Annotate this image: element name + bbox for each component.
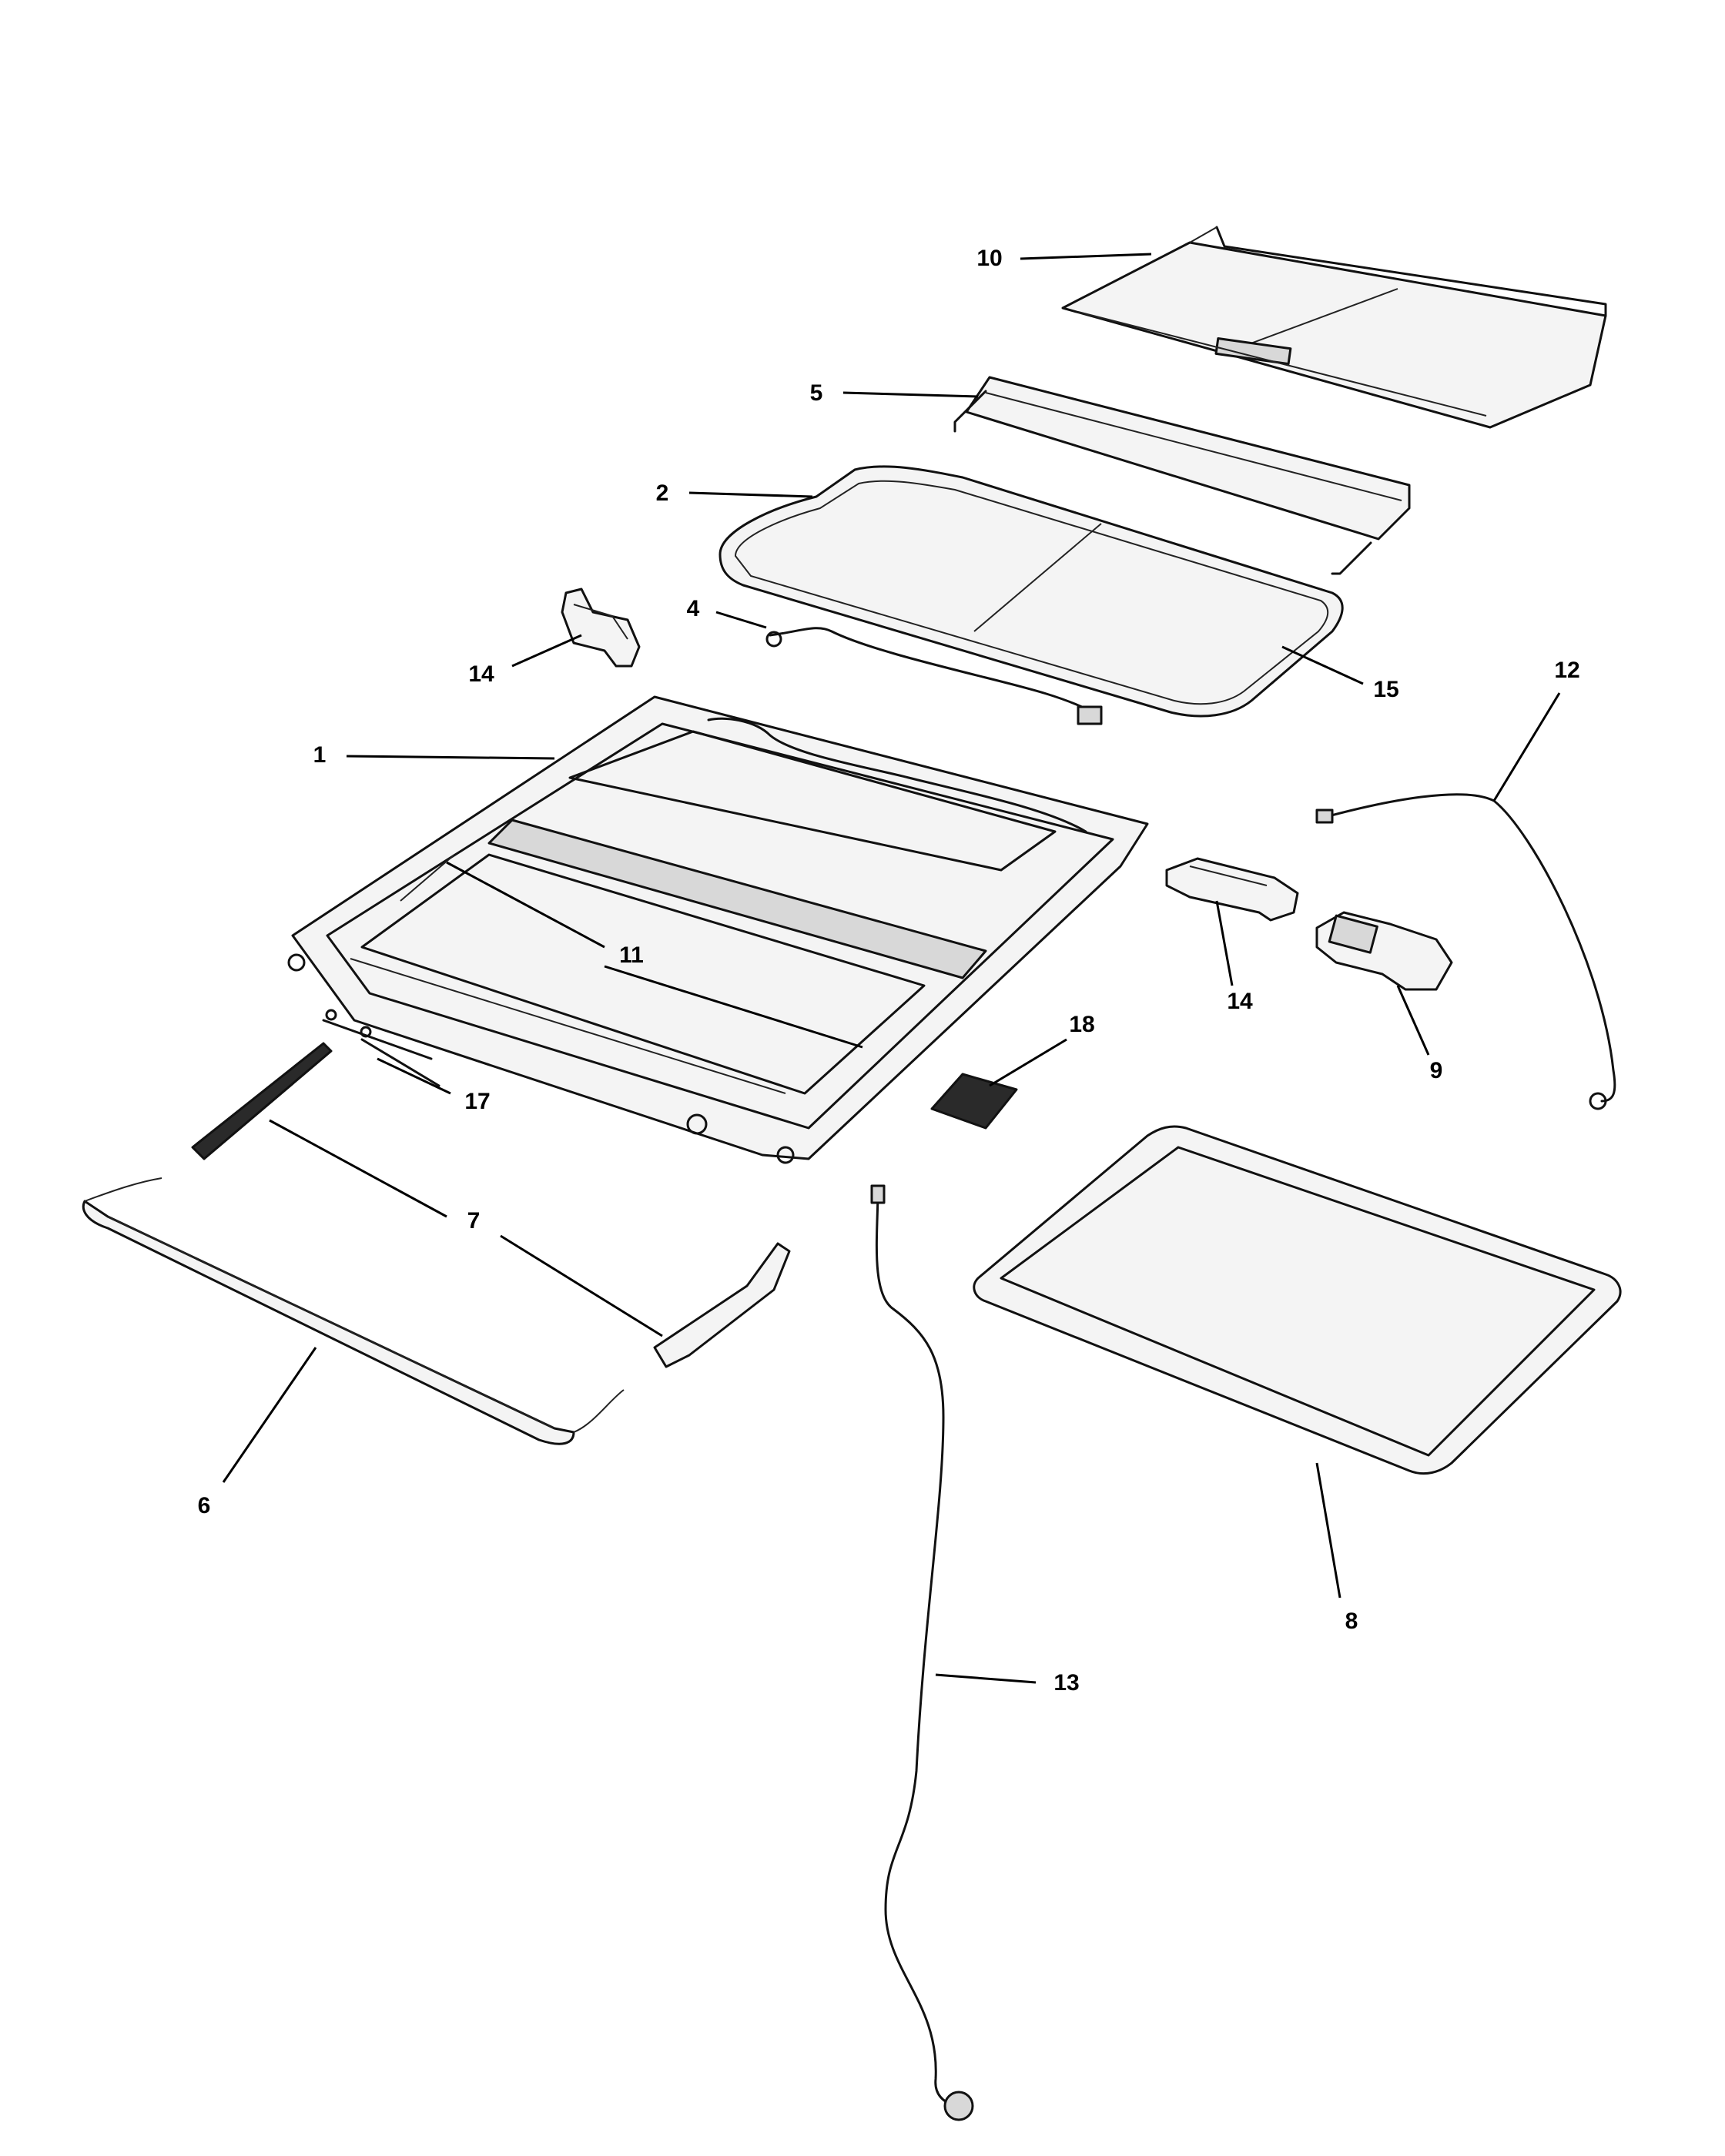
callout-c18: 18 (1069, 1012, 1094, 1037)
leader-line-c11 (446, 861, 605, 949)
callout-c11: 11 (619, 942, 644, 968)
callout-c8: 8 (1345, 1609, 1358, 1634)
leader-line-c13 (935, 1673, 1037, 1684)
leader-line-c14b (1215, 900, 1234, 986)
leader-line-c18 (989, 1038, 1067, 1087)
leader-line-c2 (688, 491, 813, 498)
part-12-cable (1315, 793, 1616, 1110)
part-17-clips (322, 1009, 440, 1087)
leader-line-c1 (346, 755, 555, 760)
leader-line-c15 (1281, 645, 1364, 685)
leader-line-c10 (1020, 253, 1152, 260)
part-14-bracket-right (1165, 857, 1299, 922)
part-5-rail (953, 376, 1411, 575)
callout-c13: 13 (1053, 1670, 1079, 1696)
leader-line-c7 (269, 1119, 447, 1218)
callout-c15: 15 (1373, 677, 1398, 702)
callout-c14a: 14 (468, 661, 494, 687)
callout-c2: 2 (656, 480, 669, 506)
part-6-deflector (82, 1177, 625, 1445)
callout-c5: 5 (810, 380, 823, 406)
part-18-pad (930, 1073, 1018, 1130)
part-9-motor (1315, 911, 1453, 991)
callout-c6: 6 (198, 1493, 211, 1518)
leader-line-c12 (1492, 692, 1561, 802)
leader-line-c14a (511, 634, 582, 668)
leader-line-c17 (377, 1057, 451, 1095)
leader-line-c4 (715, 611, 767, 629)
callout-c7: 7 (467, 1208, 481, 1234)
part-14-bracket-left (561, 588, 641, 668)
part-1-frame (287, 695, 1149, 1164)
callout-c10: 10 (976, 246, 1002, 271)
leader-line-c9 (1396, 985, 1430, 1056)
leader-line-c7-b (500, 1234, 663, 1337)
leader-line-c6 (222, 1347, 317, 1483)
part-4-harness (765, 627, 1103, 725)
part-2-glass (718, 465, 1344, 718)
callout-c14b: 14 (1227, 989, 1253, 1014)
part-8-seal-frame (973, 1125, 1622, 1475)
callout-c17: 17 (464, 1089, 490, 1114)
leader-line-c5 (842, 391, 979, 398)
callout-c1: 1 (313, 742, 327, 768)
callout-c4: 4 (687, 596, 700, 621)
leader-line-c8 (1315, 1462, 1341, 1599)
part-10-sunshade (1061, 226, 1607, 429)
callout-c12: 12 (1554, 658, 1579, 683)
part-7-seal-track (191, 1042, 791, 1368)
leader-line-c11-b (604, 965, 863, 1049)
callout-c9: 9 (1430, 1058, 1443, 1083)
part-13-drain-tube (870, 1184, 974, 2121)
